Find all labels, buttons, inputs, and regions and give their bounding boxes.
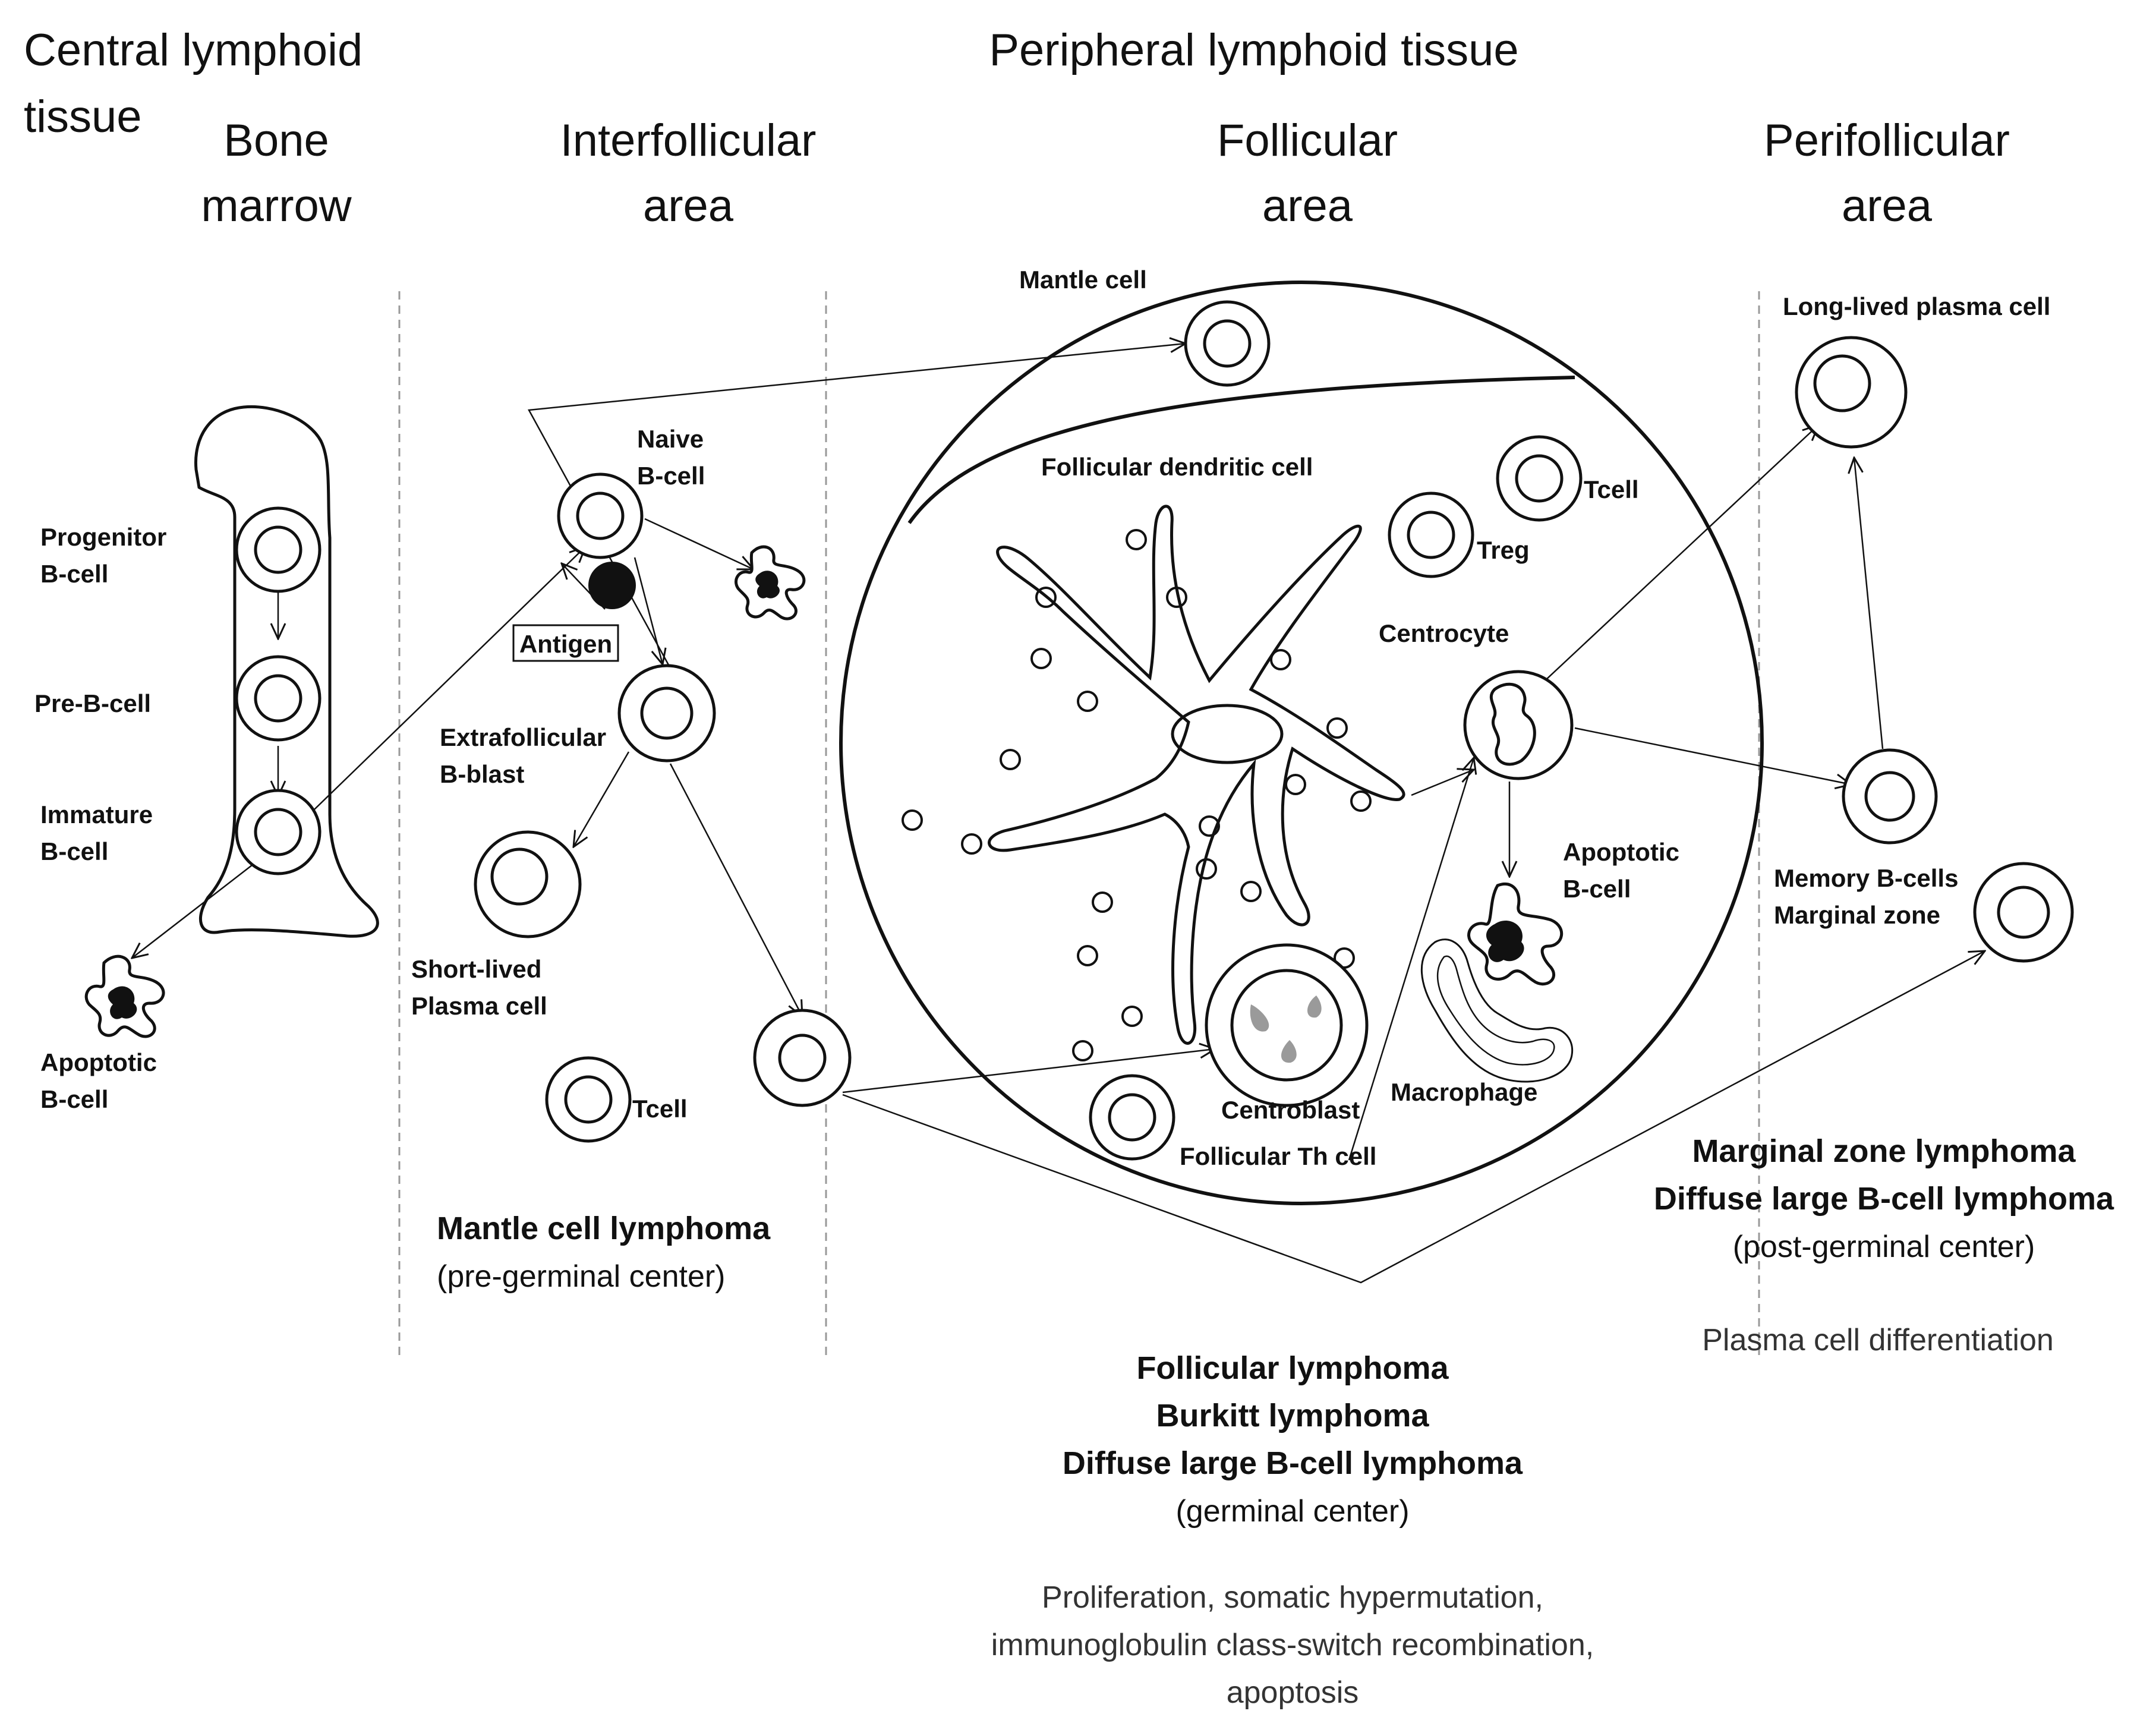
apoptotic-b-cell-left bbox=[84, 954, 165, 1038]
label-treg: Treg bbox=[1477, 536, 1530, 564]
header-central-line1: Central lymphoid bbox=[24, 25, 363, 75]
immature-b-cell bbox=[235, 789, 322, 875]
header-perifollicular-line1: Perifollicular bbox=[1764, 115, 2010, 166]
process-plasma-differentiation: Plasma cell differentiation bbox=[1702, 1323, 2054, 1357]
label-extrafollicular-line2: B-blast bbox=[440, 760, 524, 788]
header-follicular-line1: Follicular bbox=[1217, 115, 1398, 166]
mantle-zone-exit-cell bbox=[753, 1009, 852, 1107]
label-apoptotic-right-line1: Apoptotic bbox=[1563, 838, 1679, 866]
label-apoptotic-left-line1: Apoptotic bbox=[40, 1048, 157, 1076]
process-germinal-line3: apoptosis bbox=[1227, 1675, 1359, 1710]
label-extrafollicular-line1: Extrafollicular bbox=[440, 723, 606, 751]
label-tcell-left: Tcell bbox=[632, 1095, 688, 1123]
treg-cell bbox=[1388, 492, 1474, 578]
bone-shape bbox=[194, 405, 379, 938]
antigen-particle bbox=[588, 562, 636, 609]
extrafollicular-b-blast bbox=[617, 664, 716, 763]
label-centroblast: Centroblast bbox=[1221, 1096, 1360, 1124]
marginal-zone-b-cell bbox=[1973, 862, 2074, 963]
disease-dlbcl-post: Diffuse large B-cell lymphoma bbox=[1654, 1181, 2114, 1217]
memory-b-cell bbox=[1842, 748, 1938, 845]
header-interfollicular-line2: area bbox=[643, 181, 734, 231]
apoptotic-cell-interfollicular bbox=[735, 545, 806, 620]
label-progenitor-line1: Progenitor bbox=[40, 523, 166, 551]
label-memory-line2: Marginal zone bbox=[1774, 901, 1940, 929]
t-cell-left bbox=[545, 1056, 632, 1143]
header-interfollicular-line1: Interfollicular bbox=[560, 115, 817, 166]
centroblast-nucleolus bbox=[1307, 995, 1322, 1018]
label-short-lived-line1: Short-lived bbox=[411, 955, 541, 983]
mantle-cell bbox=[1184, 300, 1271, 387]
centrocyte-cell bbox=[1463, 670, 1574, 780]
mantle-zone-boundary bbox=[907, 376, 1575, 524]
header-bone-marrow-line2: marrow bbox=[201, 181, 352, 231]
disease-follicular-lymphoma: Follicular lymphoma bbox=[1136, 1350, 1449, 1386]
label-centrocyte: Centrocyte bbox=[1379, 619, 1509, 647]
centroblast-nucleolus bbox=[1250, 1004, 1269, 1032]
antigen-label-box bbox=[512, 624, 619, 662]
long-lived-plasma-cell bbox=[1795, 336, 1908, 449]
connection-lines bbox=[132, 344, 1985, 1284]
label-pre-b-cell: Pre-B-cell bbox=[34, 689, 151, 717]
disease-burkitt-lymphoma: Burkitt lymphoma bbox=[1156, 1398, 1429, 1433]
header-perifollicular-line2: area bbox=[1842, 181, 1933, 231]
label-memory-line1: Memory B-cells bbox=[1774, 864, 1958, 892]
centroblast-nucleolus bbox=[1281, 1040, 1297, 1063]
process-germinal-line2: immunoglobulin class-switch recombinatio… bbox=[991, 1628, 1594, 1662]
label-macrophage: Macrophage bbox=[1391, 1078, 1537, 1106]
disease-mantle-cell-lymphoma: Mantle cell lymphoma bbox=[437, 1211, 771, 1246]
label-tcell-right: Tcell bbox=[1584, 475, 1639, 503]
stage-germinal: (germinal center) bbox=[1175, 1494, 1409, 1529]
header-peripheral: Peripheral lymphoid tissue bbox=[989, 25, 1518, 75]
macrophage bbox=[1421, 938, 1574, 1083]
t-cell-right bbox=[1496, 435, 1583, 522]
header-central-line2: tissue bbox=[24, 92, 142, 142]
progenitor-b-cell bbox=[235, 506, 322, 593]
centroblast-cell bbox=[1205, 943, 1369, 1107]
label-progenitor-line2: B-cell bbox=[40, 560, 108, 588]
label-short-lived-line2: Plasma cell bbox=[411, 992, 547, 1020]
follicular-dendritic-cell bbox=[902, 505, 1405, 1061]
label-immature-line2: B-cell bbox=[40, 837, 108, 865]
label-mantle-cell: Mantle cell bbox=[1019, 266, 1147, 294]
label-long-lived: Long-lived plasma cell bbox=[1783, 292, 2050, 320]
follicle-circle bbox=[839, 281, 1764, 1205]
pre-b-cell bbox=[235, 655, 322, 742]
disease-marginal-zone-lymphoma: Marginal zone lymphoma bbox=[1692, 1133, 2076, 1169]
label-naive-line1: Naive bbox=[637, 425, 704, 453]
stage-post-germinal: (post-germinal center) bbox=[1733, 1230, 2035, 1264]
apoptotic-b-cell-right bbox=[1467, 883, 1564, 986]
label-fdc: Follicular dendritic cell bbox=[1041, 453, 1313, 481]
label-naive-line2: B-cell bbox=[637, 462, 705, 490]
label-antigen: Antigen bbox=[519, 630, 612, 658]
naive-b-cell bbox=[557, 472, 644, 559]
follicular-th-cell bbox=[1089, 1074, 1175, 1161]
short-lived-plasma-cell bbox=[474, 830, 582, 938]
label-immature-line1: Immature bbox=[40, 801, 153, 828]
disease-dlbcl-germinal: Diffuse large B-cell lymphoma bbox=[1063, 1445, 1523, 1481]
header-follicular-line2: area bbox=[1262, 181, 1353, 231]
process-germinal-line1: Proliferation, somatic hypermutation, bbox=[1042, 1580, 1543, 1615]
label-follicular-th: Follicular Th cell bbox=[1180, 1142, 1376, 1170]
stage-pre-germinal: (pre-germinal center) bbox=[437, 1259, 726, 1294]
label-apoptotic-left-line2: B-cell bbox=[40, 1085, 108, 1113]
header-bone-marrow-line1: Bone bbox=[223, 115, 329, 166]
label-apoptotic-right-line2: B-cell bbox=[1563, 875, 1631, 903]
